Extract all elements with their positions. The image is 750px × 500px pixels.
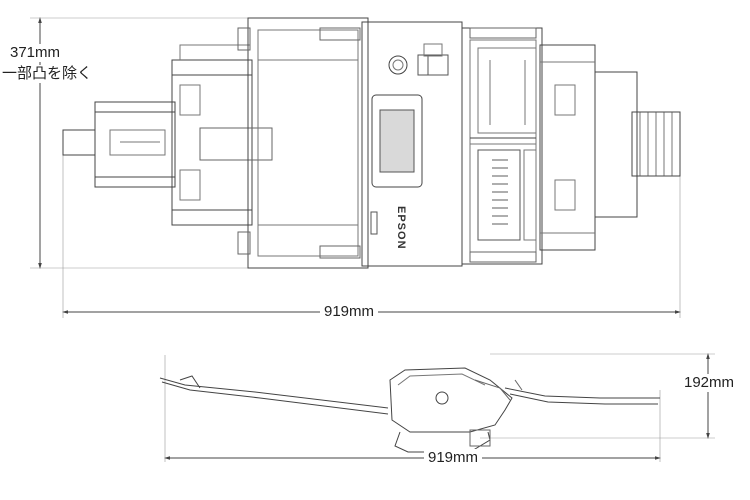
side-width-label: 919mm bbox=[424, 449, 483, 467]
device-brand-label: EPSON bbox=[395, 206, 407, 250]
side-output-tray bbox=[159, 375, 389, 415]
scanner-body-top bbox=[237, 17, 369, 269]
power-button bbox=[388, 55, 408, 75]
top-view bbox=[30, 17, 681, 318]
top-width-label: 919mm bbox=[320, 303, 379, 321]
input-feeder bbox=[461, 27, 543, 265]
output-tray-extension bbox=[62, 101, 176, 188]
input-tray-extension bbox=[631, 111, 681, 177]
input-tray bbox=[539, 44, 638, 251]
output-tray bbox=[171, 44, 273, 226]
side-input-tray bbox=[504, 379, 660, 405]
control-panel bbox=[361, 21, 463, 267]
top-depth-label: 371mm bbox=[10, 44, 61, 62]
top-depth-note: 一部凸を除く bbox=[2, 65, 93, 83]
side-scanner-body bbox=[389, 367, 513, 453]
side-view bbox=[159, 353, 715, 462]
side-height-label: 192mm bbox=[684, 374, 735, 392]
